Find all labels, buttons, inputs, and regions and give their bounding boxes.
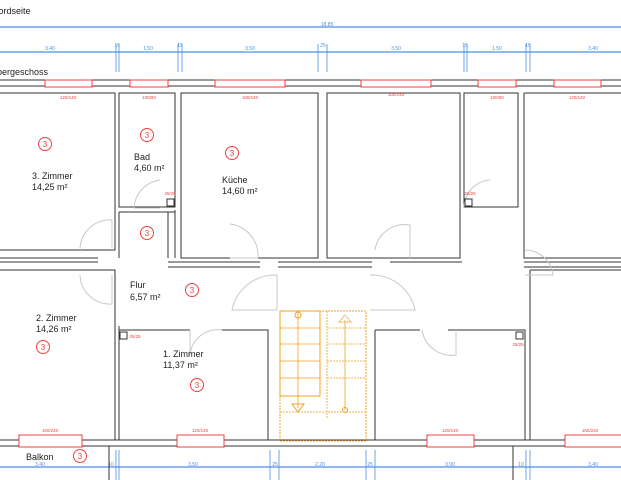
room-name: Küche [222, 175, 248, 185]
room-3-zimmer: 3. Zimmer 14,25 m² [32, 171, 73, 192]
room-markers: 3 3 3 3 3 3 3 3 [36, 128, 239, 463]
marker-icon: 3 [190, 378, 204, 392]
window-label: 180/140 [242, 95, 259, 100]
dim-top-1: 15 [114, 43, 120, 49]
room-area: 4,60 m² [134, 163, 165, 173]
dim-top-8: 1.50 [492, 46, 502, 52]
svg-text:3: 3 [78, 452, 83, 461]
marker-icon: 3 [140, 226, 154, 240]
staircase [279, 310, 367, 442]
chimneys: 25/25 25/25 25/25 25/25 [119, 191, 524, 347]
dimension-bottom-chain: 3.40 10 3.50 25 2.20 25 3.90 10 3.40 [0, 446, 621, 480]
dim-top-10: 3.40 [588, 46, 598, 52]
svg-text:3: 3 [145, 131, 150, 140]
room-kueche: Küche 14,60 m² [222, 175, 258, 196]
svg-text:3: 3 [145, 229, 150, 238]
dimension-top-chain: 3.40 15 1.50 15 3.50 25 3.50 15 1.50 15 … [0, 43, 621, 72]
dim-top-0: 3.40 [45, 46, 55, 52]
section-title: Nordseite [0, 6, 31, 16]
dim-bottom-0: 3.40 [35, 462, 45, 468]
chimney-label: 25/25 [464, 191, 476, 196]
room-1-zimmer: 1. Zimmer 11,37 m² [163, 349, 204, 370]
dim-top-7: 15 [462, 43, 468, 49]
walls [0, 79, 621, 447]
window-label: 100/90 [490, 95, 504, 100]
dim-total: 18.85 [321, 22, 334, 28]
dim-bottom-6: 3.90 [445, 462, 455, 468]
chimney-label: 25/25 [164, 191, 176, 196]
dim-top-9: 15 [525, 43, 531, 49]
marker-icon: 3 [185, 283, 199, 297]
marker-icon: 3 [36, 340, 50, 354]
dimension-top-total: 18.85 [0, 22, 621, 28]
room-name: Flur [130, 280, 146, 290]
floor-title: Obergeschoss [0, 67, 49, 77]
window-label: 120/140 [60, 95, 77, 100]
room-name: 2. Zimmer [36, 313, 77, 323]
room-name: 1. Zimmer [163, 349, 204, 359]
dim-bottom-1: 10 [108, 462, 114, 468]
dim-top-4: 3.50 [245, 46, 255, 52]
dim-bottom-4: 2.20 [315, 462, 325, 468]
dim-bottom-8: 3.40 [588, 462, 598, 468]
dim-top-2: 1.50 [143, 46, 153, 52]
marker-icon: 3 [38, 137, 52, 151]
dim-bottom-3: 25 [272, 462, 278, 468]
window-label: 160/240 [582, 428, 599, 433]
svg-text:3: 3 [190, 286, 195, 295]
window-label: 120/140 [442, 428, 459, 433]
room-bad: Bad 4,60 m² [134, 152, 165, 173]
dim-bottom-2: 3.50 [188, 462, 198, 468]
chimney-label: 25/25 [129, 334, 141, 339]
window-label: 120/140 [569, 95, 586, 100]
marker-icon: 3 [73, 449, 87, 463]
room-area: 14,26 m² [36, 324, 72, 334]
window-label: 120/140 [192, 428, 209, 433]
room-name: 3. Zimmer [32, 171, 73, 181]
svg-text:3: 3 [41, 343, 46, 352]
room-2-zimmer: 2. Zimmer 14,26 m² [36, 313, 77, 334]
room-area: 11,37 m² [163, 360, 198, 370]
balcony-label: Balkon [26, 452, 54, 462]
dim-top-6: 3.50 [391, 46, 401, 52]
svg-text:3: 3 [43, 140, 48, 149]
chimney-label: 25/25 [512, 342, 524, 347]
svg-text:3: 3 [230, 149, 235, 158]
room-name: Bad [134, 152, 150, 162]
windows-top: 120/140 100/90 180/140 180/140 100/90 12… [44, 79, 602, 100]
dim-bottom-5: 25 [367, 462, 373, 468]
window-label: 180/140 [388, 92, 405, 97]
doors [79, 179, 554, 356]
svg-text:3: 3 [195, 381, 200, 390]
room-flur: Flur 6,57 m² [130, 280, 161, 302]
room-area: 14,25 m² [32, 182, 68, 192]
dim-bottom-7: 10 [518, 462, 524, 468]
window-label: 160/240 [42, 428, 59, 433]
dim-top-5: 25 [320, 43, 326, 49]
windows-bottom: 160/240 120/140 120/140 160/240 [18, 428, 621, 448]
dim-top-3: 15 [177, 43, 183, 49]
marker-icon: 3 [140, 128, 154, 142]
room-area: 14,60 m² [222, 186, 258, 196]
room-area: 6,57 m² [130, 292, 161, 302]
marker-icon: 3 [225, 146, 239, 160]
window-label: 100/90 [142, 95, 156, 100]
